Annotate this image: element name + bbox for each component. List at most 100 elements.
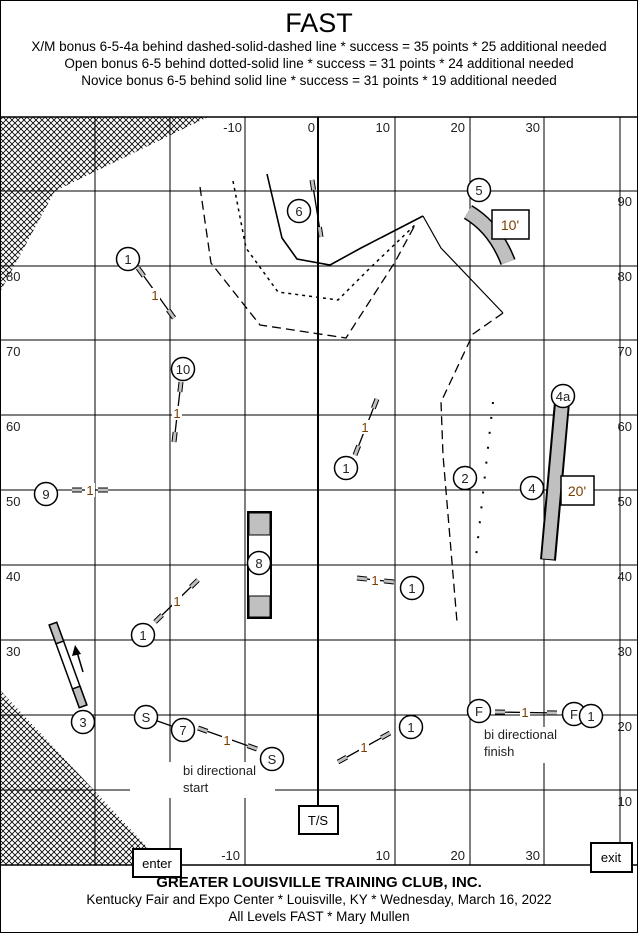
tunnel-4 [542,402,568,560]
obstacle-number: 1 [587,709,594,724]
axis-tick-label: 80 [6,269,20,284]
point-label-bg [172,594,182,608]
venue-date: Kentucky Fair and Expo Center * Louisvil… [86,892,552,907]
obstacle-number: 1 [342,461,349,476]
axis-tick-label: 60 [6,419,20,434]
point-label-bg [172,406,182,420]
obstacle-marker: 1 [578,703,604,729]
axis-tick-label: 70 [618,344,632,359]
obstacle-marker: S [133,704,159,730]
jump-wing [247,744,258,751]
axis-tick-label: 20 [451,120,465,135]
obstacle-number: 9 [42,487,49,502]
obstacle-number: 4 [528,481,535,496]
point-value: 1 [173,594,180,609]
obstacle-marker: 7 [170,717,196,743]
start-note-bg [130,762,275,798]
club-name: GREATER LOUISVILLE TRAINING CLUB, INC. [156,874,482,891]
finish-note-bg [480,727,545,763]
obstacle-number: 10 [176,362,190,377]
jump-wing [317,226,323,238]
jump-wing [380,731,391,740]
obstacle-marker: 9 [33,481,59,507]
jump-wing [310,179,316,191]
jump [309,179,324,238]
bonus-open: Open bonus 6-5 behind dotted-solid line … [64,56,574,71]
obstacle-marker: 8 [246,550,272,576]
point-value: 1 [173,406,180,421]
direction-arrow-icon [72,645,84,673]
page-title: FAST [285,8,353,38]
novice-solid-line [266,173,424,266]
jump-wing [178,381,183,393]
obstacle-number: 1 [124,252,131,267]
enter-box[interactable] [132,848,182,878]
finish-note-line1: bi directional [484,727,557,742]
axis-tick-label: 60 [618,419,632,434]
obstacle-number: F [475,704,483,719]
header: FAST X/M bonus 6-5-4a behind dashed-soli… [0,0,638,117]
point-value: 1 [223,733,230,748]
obstacle-marker: 3 [70,709,96,735]
axis-tick-label: 10 [376,120,390,135]
obstacle-marker: 1 [130,622,156,648]
obstacle-number: 6 [295,204,302,219]
open-dotted-line-right [474,401,494,567]
obstacle-number: 1 [139,628,146,643]
jump-wing [383,579,395,584]
axis-tick-label: 30 [6,644,20,659]
tunnel-4-length-box [560,475,595,506]
axis-tick-label: 20 [451,848,465,863]
obstacle-marker: F [466,698,492,724]
obstacle-marker: 1 [333,455,359,481]
obstacle-marker: 1 [399,575,425,601]
obstacle-marker: 5 [466,177,492,203]
obstacle-number: 8 [255,556,262,571]
obstacle-number: 1 [408,581,415,596]
obstacle-number: 5 [475,183,482,198]
xm-dashed-line-left [199,186,416,339]
axis-tick-label: 30 [618,644,632,659]
axis-tick-label: 20 [618,719,632,734]
point-values: 1 1 1 1 1 1 1 1 1 [85,288,530,755]
obstacle-marker: 1 [115,246,141,272]
exit-box[interactable] [590,842,633,873]
jumps [72,179,558,765]
point-label-bg [85,483,95,497]
restricted-area-bottom-left [0,690,150,865]
jump-wing [353,445,361,456]
point-value: 1 [360,740,367,755]
point-label-bg [359,740,369,754]
time-start-label: T/S [308,813,329,828]
obstacle-number: 1 [407,720,414,735]
point-value: 1 [361,420,368,435]
axis-tick-label: 30 [526,848,540,863]
axis-tick-label: 10 [376,848,390,863]
shared-solid-line [422,215,504,314]
axis-tick-label: 80 [618,269,632,284]
axis-tick-label: 70 [6,344,20,359]
tunnel-5-length: 10' [501,217,519,233]
table-8-top [248,512,271,536]
point-label-bg [360,420,370,434]
start-note-line1: bi directional [183,763,256,778]
jump-wing [136,267,146,277]
jump-wing [166,309,176,319]
obstacle-number: 4a [556,389,571,404]
jump-wing [371,398,379,409]
obstacle-number: S [142,710,151,725]
jump [356,575,395,585]
axis-tick-label: 10 [618,794,632,809]
obstacle-number: S [268,752,277,767]
obstacle-marker: 6 [286,198,312,224]
footer: GREATER LOUISVILLE TRAINING CLUB, INC. K… [0,866,638,933]
enter-label: enter [142,856,172,871]
jump-wing [197,726,208,733]
point-value: 1 [151,288,158,303]
point-label-bg [150,288,160,302]
axis-tick-label: 30 [526,120,540,135]
obstacle-number: F [570,707,578,722]
